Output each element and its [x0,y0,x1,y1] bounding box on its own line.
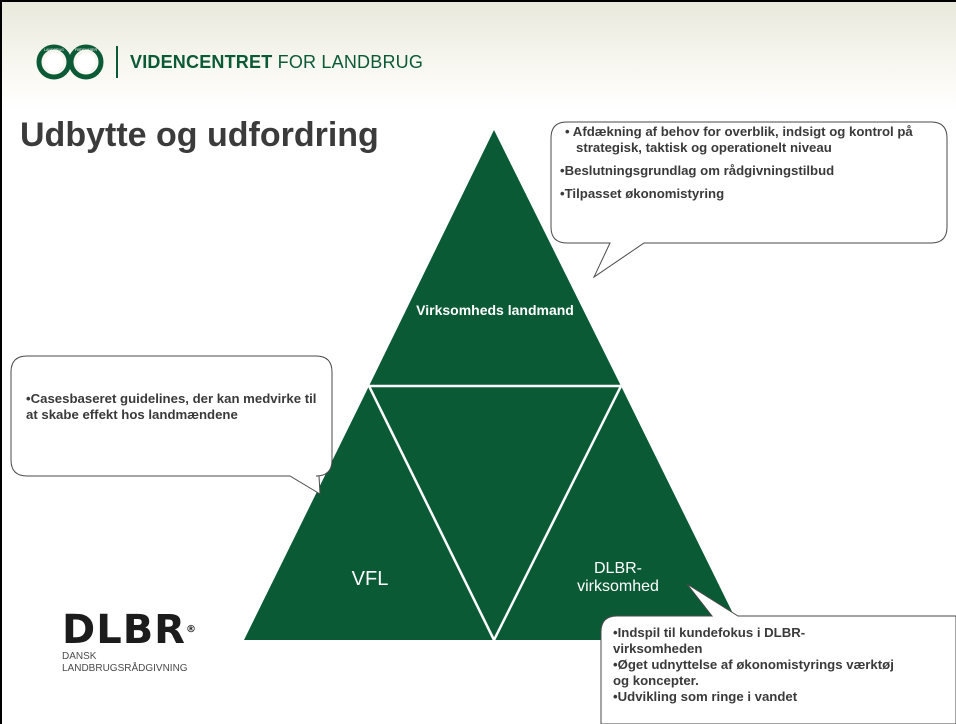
callout-right-text: •Indspil til kundefokus i DLBR- virksomh… [613,625,956,705]
dlbr-logo-word: DLBR [62,607,186,653]
triangle-bottom-right [494,386,746,640]
callout-left-text: •Casesbaseret guidelines, der kan medvir… [26,391,326,423]
label-dlbr-virksomhed: DLBR- virksomhed [548,560,688,596]
brand-logo-icon: LANDBRUG FØDEVARER [36,44,104,80]
brand-name: VIDENCENTRET FOR LANDBRUG [130,52,423,73]
logo-ring-text-left: LANDBRUG [44,48,64,52]
brand-name-bold: VIDENCENTRET [130,51,273,72]
callout-right-line-1: •Indspil til kundefokus i DLBR- [613,625,806,640]
callout-right-line-5: •Udvikling som ringe i vandet [613,689,798,704]
triangle-bottom-left [244,386,494,640]
logo-separator [116,46,118,78]
triangle-top [369,130,621,386]
dlbr-logo-wordmark: DLBR® [62,610,197,650]
label-dlbr-line2: virksomhed [577,578,659,595]
callout-top-text: • Afdækning af behov for overblik, indsi… [560,124,940,209]
dlbr-logo-registered-mark: ® [185,624,197,635]
brand-header: LANDBRUG FØDEVARER VIDENCENTRET FOR LAND… [34,44,423,80]
header-band [0,0,956,110]
triangle-center [369,386,621,640]
divider-right-diagonal [492,385,623,641]
logo-ring-text-right: FØDEVARER [75,48,98,52]
divider-left-diagonal [367,385,496,641]
callout-top-bubble [550,121,948,279]
label-dlbr-line1: DLBR- [593,560,642,577]
callout-top-item-2: •Beslutningsgrundlag om rådgivningstilbu… [560,163,835,178]
dlbr-logo: DLBR® DANSK LANDBRUGSRÅDGIVNING [62,610,197,674]
slide-frame-left [0,0,2,724]
callout-right-line-4: og koncepter. [613,673,699,688]
dlbr-logo-subtitle-2: LANDBRUGSRÅDGIVNING [62,663,188,674]
slide-title: Udbytte og udfordring [20,116,379,154]
dlbr-logo-subtitle-1: DANSK [62,651,97,662]
callout-left-bubble [10,355,333,495]
callout-top-item-1: • Afdækning af behov for overblik, indsi… [565,124,913,155]
callout-right-line-2: virksomheden [613,641,703,656]
label-vfl: VFL [351,568,389,590]
callout-right-bubble [600,583,956,724]
callout-right-line-3: •Øget udnyttelse af økonomistyrings værk… [613,657,894,672]
label-virksomheds-landmand: Virksomheds landmand [416,302,574,318]
callout-top-item-3: •Tilpasset økonomistyring [560,186,725,201]
brand-name-rest: FOR LANDBRUG [272,51,424,72]
slide-frame-top [0,0,956,2]
callout-left-item-1: •Casesbaseret guidelines, der kan medvir… [26,391,317,422]
